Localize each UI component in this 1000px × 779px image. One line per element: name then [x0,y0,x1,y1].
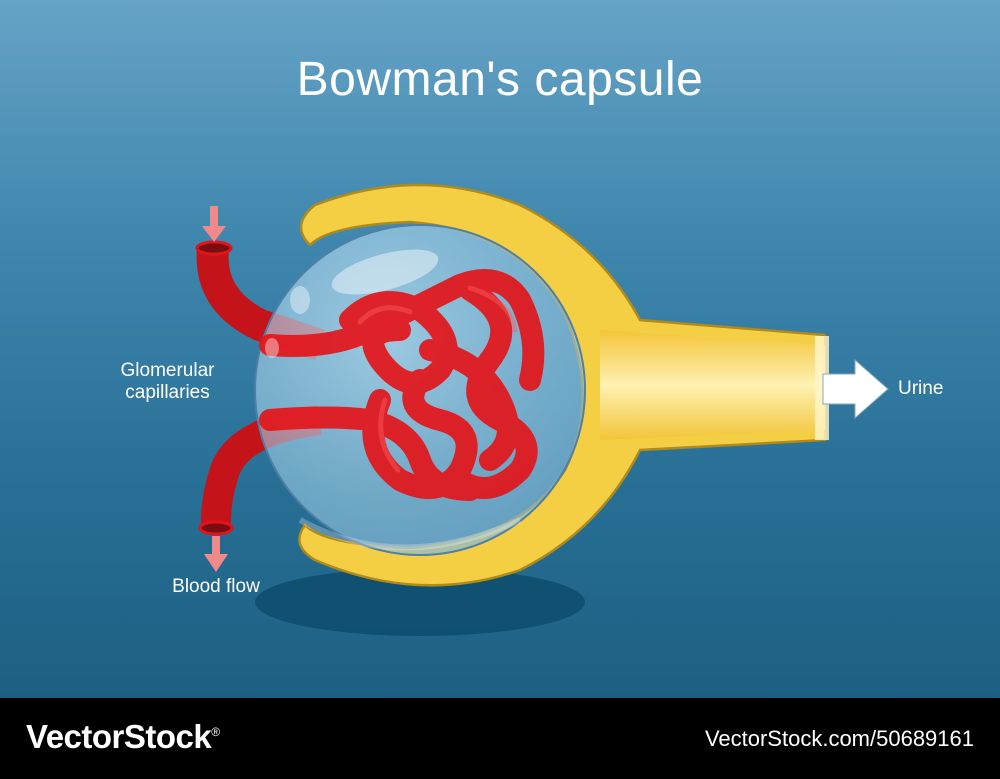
brand-text: VectorStock [26,718,212,755]
page-title: Bowman's capsule [296,53,704,106]
diagram-canvas: Bowman's capsule Glomerular capillaries … [0,0,1000,698]
bowmans-capsule-illustration [195,183,889,636]
blood-out-arrow [204,536,228,572]
glomerular-capillaries-label: Glomerular capillaries [120,360,215,403]
capsule-shadow [255,568,585,636]
urine-arrow [822,358,889,420]
blood-in-arrow [202,206,226,242]
blood-flow-label: Blood flow [172,576,260,597]
brand-logo: VectorStock® [26,718,220,756]
urine-label: Urine [898,378,944,399]
image-url: VectorStock.com/50689161 [704,726,974,751]
capsule-wall [298,183,829,587]
afferent-vessel [196,246,326,361]
glomerular-capillary-tangle [259,269,545,501]
registered-mark-icon: ® [211,725,220,739]
watermark-bar: VectorStock® VectorStock.com/50689161 [0,698,1000,779]
